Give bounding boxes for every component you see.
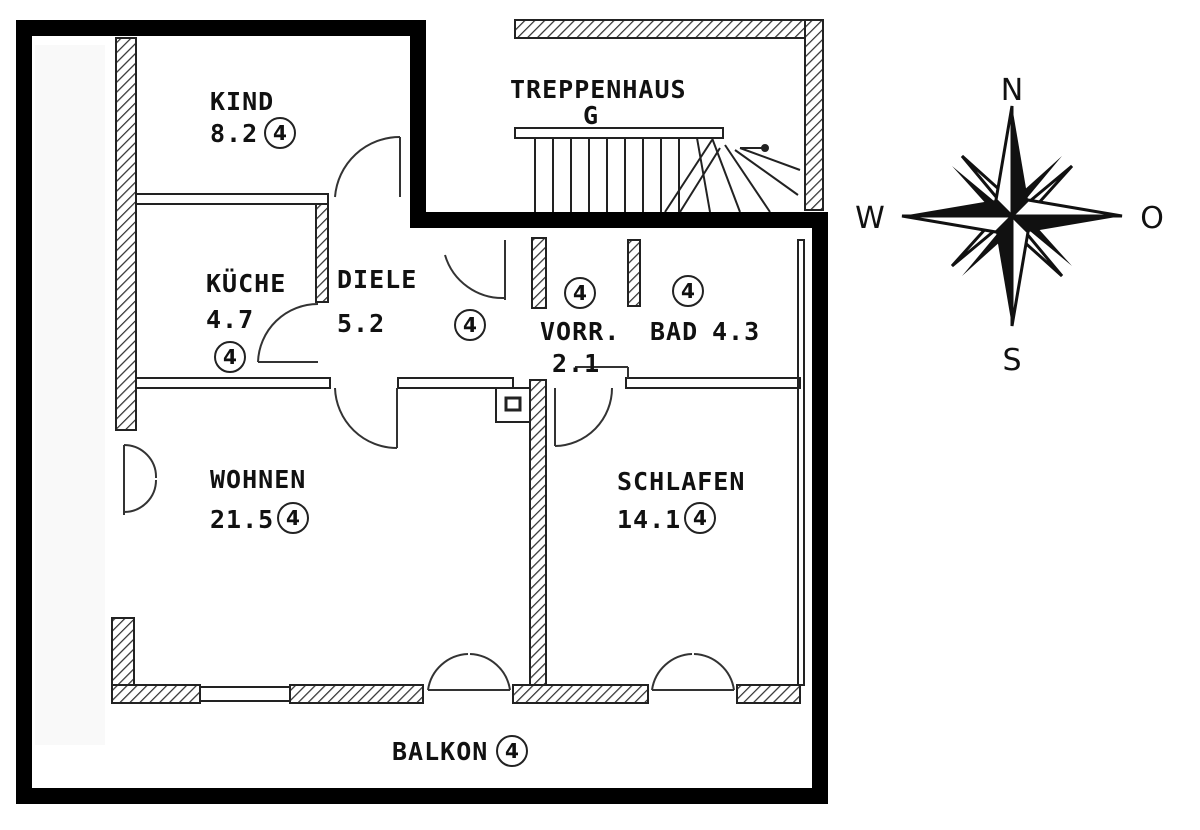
compass-south-label: S xyxy=(1002,343,1021,378)
room-balkon-name: BALKON xyxy=(392,737,488,766)
room-kueche-name: KÜCHE xyxy=(206,268,286,298)
room-schlafen-name: SCHLAFEN xyxy=(617,467,745,496)
background-texture xyxy=(35,45,105,745)
room-diele: DIELE 5.2 4 xyxy=(337,265,486,341)
compass-rose-icon xyxy=(901,105,1123,327)
room-diele-mark: 4 xyxy=(463,313,477,337)
room-diele-area: 5.2 xyxy=(337,309,385,338)
room-schlafen-mark: 4 xyxy=(693,506,707,530)
room-kueche-area: 4.7 xyxy=(206,305,254,334)
room-wohnen-name: WOHNEN xyxy=(210,465,306,494)
room-kueche: KÜCHE 4.7 4 xyxy=(206,268,286,373)
room-vorr: 4 VORR. 2.1 xyxy=(540,277,620,378)
room-treppenhaus-name: TREPPENHAUS xyxy=(510,75,687,104)
room-vorr-name: VORR. xyxy=(540,317,620,346)
room-vorr-area: 2.1 xyxy=(552,349,600,378)
apartment-outline xyxy=(16,20,828,804)
room-kind-area: 8.2 xyxy=(210,119,258,148)
staircase xyxy=(514,127,801,213)
room-kind-name: KIND xyxy=(210,87,274,116)
room-vorr-mark: 4 xyxy=(573,281,587,305)
compass-east-label: O xyxy=(1140,201,1164,236)
room-kind: KIND 8.2 4 xyxy=(210,87,296,149)
room-bad-mark: 4 xyxy=(681,279,695,303)
room-treppenhaus: TREPPENHAUS G xyxy=(510,75,687,130)
room-bad-area: 4.3 xyxy=(712,317,760,346)
room-bad-name: BAD xyxy=(650,317,698,346)
room-wohnen-area: 21.5 xyxy=(210,505,274,534)
room-wohnen: WOHNEN 21.5 4 xyxy=(210,465,309,534)
room-schlafen: SCHLAFEN 14.1 4 xyxy=(617,467,745,534)
room-kind-mark: 4 xyxy=(273,121,287,145)
room-kueche-mark: 4 xyxy=(223,345,237,369)
walls xyxy=(111,19,824,704)
room-diele-name: DIELE xyxy=(337,265,417,294)
room-wohnen-mark: 4 xyxy=(286,506,300,530)
room-balkon-mark: 4 xyxy=(505,739,519,763)
doors xyxy=(123,135,735,691)
compass-north-label: N xyxy=(1001,73,1023,108)
room-balkon: BALKON 4 xyxy=(392,735,528,767)
compass-west-label: W xyxy=(855,201,885,236)
room-bad: 4 BAD 4.3 xyxy=(650,275,760,346)
room-treppenhaus-code: G xyxy=(583,101,599,130)
room-schlafen-area: 14.1 xyxy=(617,505,681,534)
